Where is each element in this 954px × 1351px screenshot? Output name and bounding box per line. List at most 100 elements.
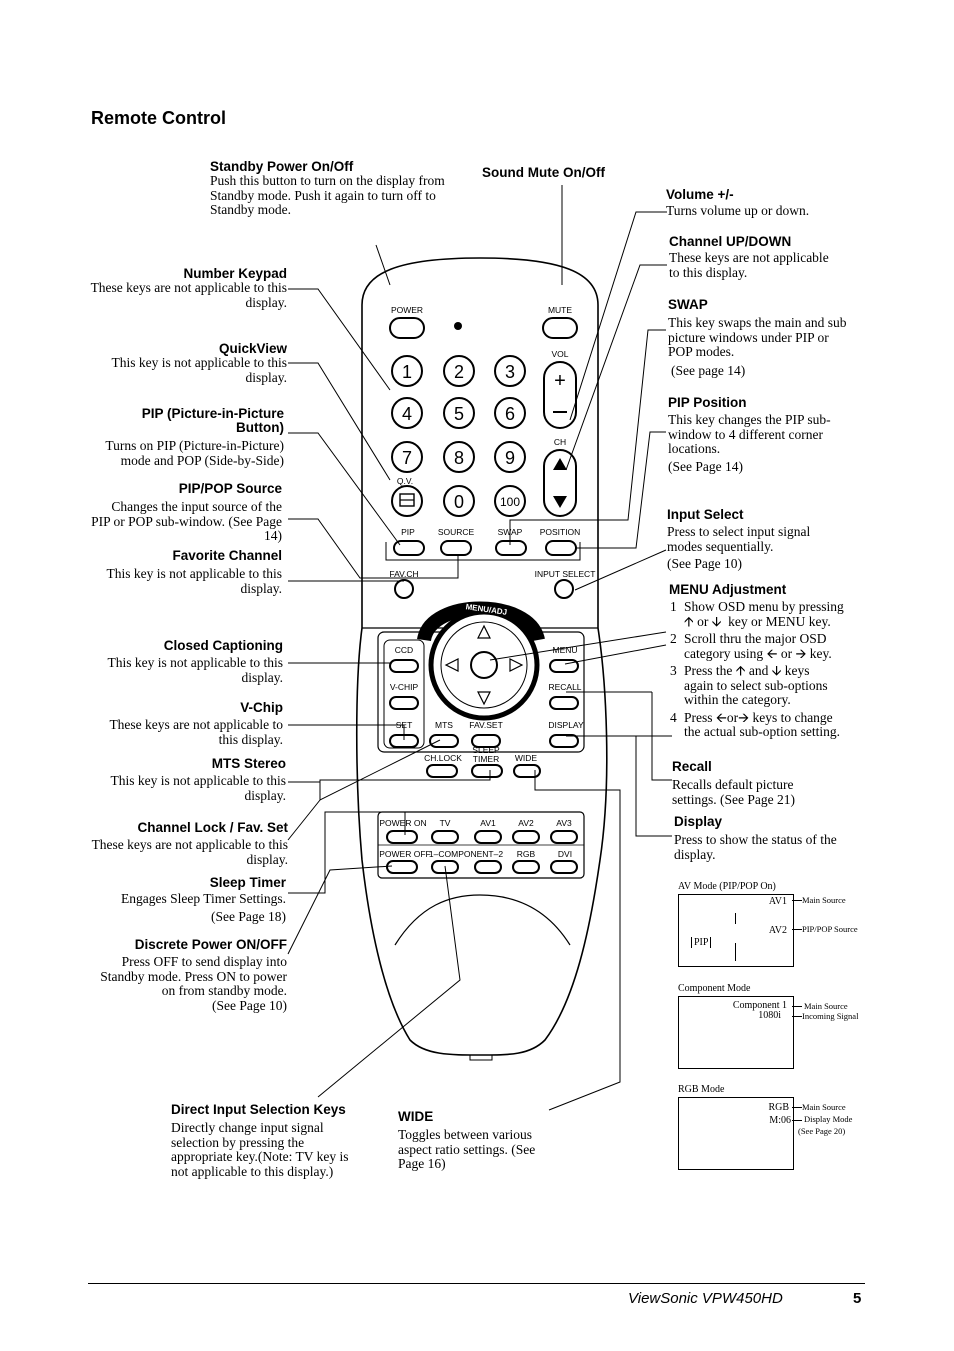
callout-text: These keys are not applicable to this di… xyxy=(91,837,288,867)
callout-title: WIDE xyxy=(398,1109,434,1124)
key-source-label: SOURCE xyxy=(438,527,475,537)
callout-title: PIP/POP Source xyxy=(178,481,282,496)
closed-caption-callout: Closed Captioning This key is not applic… xyxy=(90,638,283,685)
mute-callout-title: Sound Mute On/Off xyxy=(482,165,605,180)
key-av2-label: AV2 xyxy=(518,818,534,828)
digit-key-label: 9 xyxy=(505,448,515,468)
component-source: Component 1 xyxy=(732,1000,787,1011)
channel-callout: Channel UP/DOWN These keys are not appli… xyxy=(669,234,829,280)
callout-title: V-Chip xyxy=(240,700,283,715)
callout-title: Recall xyxy=(672,759,712,774)
pip-source-callout: PIP/POP Source Changes the input source … xyxy=(90,481,282,544)
svg-text:+: + xyxy=(554,370,566,392)
rgb-ref: (See Page 20) xyxy=(798,1126,846,1136)
digit-key-label: 2 xyxy=(454,362,464,382)
callout-ref: (See page 14) xyxy=(671,362,746,378)
callout-title: Closed Captioning xyxy=(163,638,283,653)
callout-title: Button) xyxy=(236,420,284,435)
pip-window: PIP xyxy=(691,937,712,948)
key-sleep-label-1: SLEEP xyxy=(472,745,500,755)
callout-ref: (See Page 14) xyxy=(668,458,743,474)
rgb-source: RGB xyxy=(768,1102,789,1113)
key-chlock-label: CH.LOCK xyxy=(424,753,462,763)
callout-title: Channel Lock / Fav. Set xyxy=(137,820,288,835)
callout-text: Press to select input signal modes seque… xyxy=(667,524,811,554)
swap-callout: SWAP This key swaps the main and sub pic… xyxy=(668,297,848,378)
menu-step-4: 4 Press 🡨or🡪 keys to change the actual s… xyxy=(670,709,840,739)
key-sleep-label-2: TIMER xyxy=(473,754,499,764)
key-ccd-label: CCD xyxy=(395,645,413,655)
key-vol-label: VOL xyxy=(551,349,568,359)
wide-callout: WIDE Toggles between various aspect rati… xyxy=(398,1109,558,1172)
volume-callout: Volume +/- Turns volume up or down. xyxy=(666,187,866,219)
quickview-callout: QuickView This key is not applicable to … xyxy=(90,341,287,385)
component-main-label: Main Source xyxy=(804,1001,848,1011)
rgb-main-label: Main Source xyxy=(802,1102,846,1112)
av-main-label: Main Source xyxy=(802,895,846,905)
key-ch-label: CH xyxy=(554,437,566,447)
page-title: Remote Control xyxy=(91,108,226,128)
page-number: 5 xyxy=(853,1290,862,1307)
key-position-label: POSITION xyxy=(540,527,581,537)
digit-key-label: 0 xyxy=(454,492,464,512)
key-rgb-label: RGB xyxy=(517,849,536,859)
callout-ref: (See Page 10) xyxy=(212,997,287,1013)
callout-text: Press to show the status of the display. xyxy=(674,832,837,862)
callout-text: Recalls default picture settings. (See P… xyxy=(672,777,795,807)
digit-key-label: 100 xyxy=(500,495,520,509)
callout-title: Volume +/- xyxy=(666,187,734,202)
arrow-up-icon: 🡩 xyxy=(684,613,694,629)
key-dvi-label: DVI xyxy=(558,849,572,859)
pip-callout: PIP (Picture-in-Picture Button) Turns on… xyxy=(90,407,284,468)
callout-ref: (See Page 10) xyxy=(667,556,742,571)
callout-text: Directly change input signal selection b… xyxy=(171,1120,349,1179)
key-input-select-label: INPUT SELECT xyxy=(535,569,596,579)
digit-key-label: 8 xyxy=(454,448,464,468)
callout-text: Turns volume up or down. xyxy=(666,203,810,218)
key-tv-label: TV xyxy=(440,818,451,828)
callout-text: Push this button to turn on the display … xyxy=(210,173,445,217)
callout-text: This key changes the PIP sub-window to 4… xyxy=(668,412,831,456)
callout-text: This key is not applicable to this displ… xyxy=(107,655,283,685)
key-favset-label: FAV.SET xyxy=(469,720,503,730)
digit-key-label: 3 xyxy=(505,362,515,382)
callout-text: These keys are not applicable to this di… xyxy=(109,717,283,747)
arrow-left-icon: 🡨 xyxy=(715,709,727,725)
key-mts-label: MTS xyxy=(435,720,453,730)
digit-key-label: 4 xyxy=(402,404,412,424)
key-power-on-label: POWER ON xyxy=(379,818,426,828)
callout-title: Number Keypad xyxy=(183,266,287,281)
callout-title: Channel UP/DOWN xyxy=(669,234,792,249)
pip-position-callout: PIP Position This key changes the PIP su… xyxy=(668,395,848,474)
callout-title: MENU Adjustment xyxy=(669,582,787,597)
callout-title: PIP Position xyxy=(668,395,747,410)
footer-divider xyxy=(88,1283,865,1284)
key-pip-label: PIP xyxy=(401,527,415,537)
callout-title: Standby Power On/Off xyxy=(210,159,354,174)
callout-title: QuickView xyxy=(218,341,287,356)
callout-text: Engages Sleep Timer Settings. xyxy=(121,891,286,906)
key-av3-label: AV3 xyxy=(556,818,572,828)
key-qv-label: Q.V. xyxy=(397,476,413,486)
callout-title: Input Select xyxy=(667,507,744,522)
arrow-down-icon: 🡫 xyxy=(711,613,722,629)
arrow-right-icon: 🡪 xyxy=(738,709,750,725)
direct-input-callout: Direct Input Selection Keys Directly cha… xyxy=(171,1102,366,1179)
key-menu-label: MENU xyxy=(552,645,577,655)
callout-text: This key is not applicable to this displ… xyxy=(110,773,286,803)
callout-title: Favorite Channel xyxy=(172,548,282,563)
component-mode-screen: Component 1 1080i xyxy=(678,996,794,1069)
callout-text: This key is not applicable to this displ… xyxy=(106,566,282,596)
menu-step-3: 3 Press the 🡩 and 🡫 keys again to select… xyxy=(670,663,828,707)
arrow-right-icon: 🡪 xyxy=(795,645,807,661)
callout-text: These keys are not applicable to this di… xyxy=(90,280,287,310)
key-recall-label: RECALL xyxy=(548,682,581,692)
number-keypad-callout: Number Keypad These keys are not applica… xyxy=(90,266,287,310)
discrete-power-callout: Discrete Power ON/OFF Press OFF to send … xyxy=(90,937,287,1013)
av-sub-source: AV2 xyxy=(768,925,787,936)
rgb-mode-label: Display Mode xyxy=(804,1114,853,1124)
key-display-label: DISPLAY xyxy=(548,720,584,730)
key-vchip-label: V-CHIP xyxy=(390,682,419,692)
rgb-mode-caption: RGB Mode xyxy=(678,1084,725,1095)
callout-title: SWAP xyxy=(668,297,708,312)
